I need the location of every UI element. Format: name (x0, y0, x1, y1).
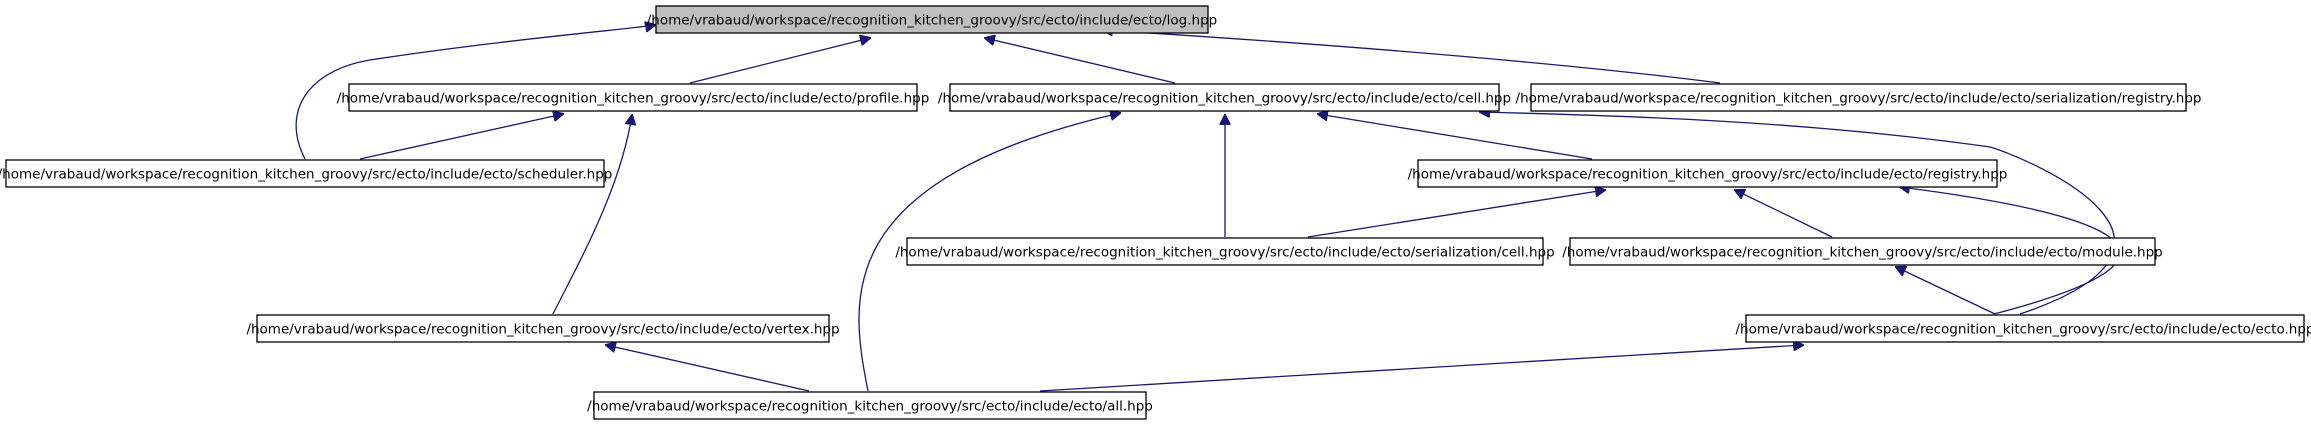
node-module[interactable]: /home/vrabaud/workspace/recognition_kitc… (1562, 237, 2163, 266)
node-label: /home/vrabaud/workspace/recognition_kitc… (1516, 91, 2202, 107)
nodes: /home/vrabaud/workspace/recognition_kitc… (0, 5, 2311, 420)
node-box (5, 159, 605, 188)
edge-cell-to-log (985, 38, 1176, 84)
node-log[interactable]: /home/vrabaud/workspace/recognition_kitc… (647, 5, 1218, 34)
node-label: /home/vrabaud/workspace/recognition_kitc… (1736, 322, 2311, 338)
node-box (906, 237, 1544, 266)
edge-scheduler-to-profile (359, 114, 563, 160)
node-profile[interactable]: /home/vrabaud/workspace/recognition_kitc… (337, 83, 930, 112)
edge-ser_cell-to-registry (1307, 190, 1605, 238)
node-label: /home/vrabaud/workspace/recognition_kitc… (647, 13, 1218, 29)
edge-module-to-registry (1735, 190, 1833, 238)
node-label: /home/vrabaud/workspace/recognition_kitc… (1562, 245, 2163, 261)
node-box (256, 314, 830, 343)
node-box (1745, 314, 2305, 343)
node-box (655, 5, 1209, 34)
node-box (1569, 237, 2156, 266)
edges (295, 25, 2121, 392)
edge-registry-to-cell (1318, 114, 1593, 160)
node-label: /home/vrabaud/workspace/recognition_kitc… (1408, 167, 2008, 183)
edge-ecto-to-registry (1900, 187, 2121, 315)
node-box (1530, 83, 2187, 112)
edge-ecto-to-cell (1480, 112, 2116, 315)
node-registry[interactable]: /home/vrabaud/workspace/recognition_kitc… (1408, 159, 2008, 188)
node-scheduler[interactable]: /home/vrabaud/workspace/recognition_kitc… (0, 159, 612, 188)
node-label: /home/vrabaud/workspace/recognition_kitc… (0, 167, 612, 183)
edge-vertex-to-profile (552, 115, 632, 315)
node-label: /home/vrabaud/workspace/recognition_kitc… (938, 91, 1511, 107)
node-label: /home/vrabaud/workspace/recognition_kitc… (895, 245, 1554, 261)
node-cell[interactable]: /home/vrabaud/workspace/recognition_kitc… (938, 83, 1511, 112)
node-box (593, 391, 1147, 420)
node-label: /home/vrabaud/workspace/recognition_kitc… (587, 399, 1153, 415)
edge-all-to-cell (858, 113, 1120, 392)
edge-all-to-vertex (606, 345, 810, 392)
node-box (1417, 159, 1998, 188)
edge-profile-to-log (689, 38, 870, 84)
node-label: /home/vrabaud/workspace/recognition_kitc… (337, 91, 930, 107)
node-vertex[interactable]: /home/vrabaud/workspace/recognition_kitc… (246, 314, 840, 343)
node-ser_cell[interactable]: /home/vrabaud/workspace/recognition_kitc… (895, 237, 1555, 266)
edge-scheduler-to-log (295, 25, 655, 160)
edge-all-to-ecto (1039, 345, 1803, 392)
node-all[interactable]: /home/vrabaud/workspace/recognition_kitc… (587, 391, 1153, 420)
node-label: /home/vrabaud/workspace/recognition_kitc… (246, 322, 839, 338)
node-box (348, 83, 918, 112)
edge-ecto-to-module (1896, 267, 1996, 315)
node-box (949, 83, 1500, 112)
edge-ser_registry-to-log (1103, 30, 1721, 84)
node-ecto[interactable]: /home/vrabaud/workspace/recognition_kitc… (1736, 314, 2311, 343)
node-ser_registry[interactable]: /home/vrabaud/workspace/recognition_kitc… (1516, 83, 2202, 112)
